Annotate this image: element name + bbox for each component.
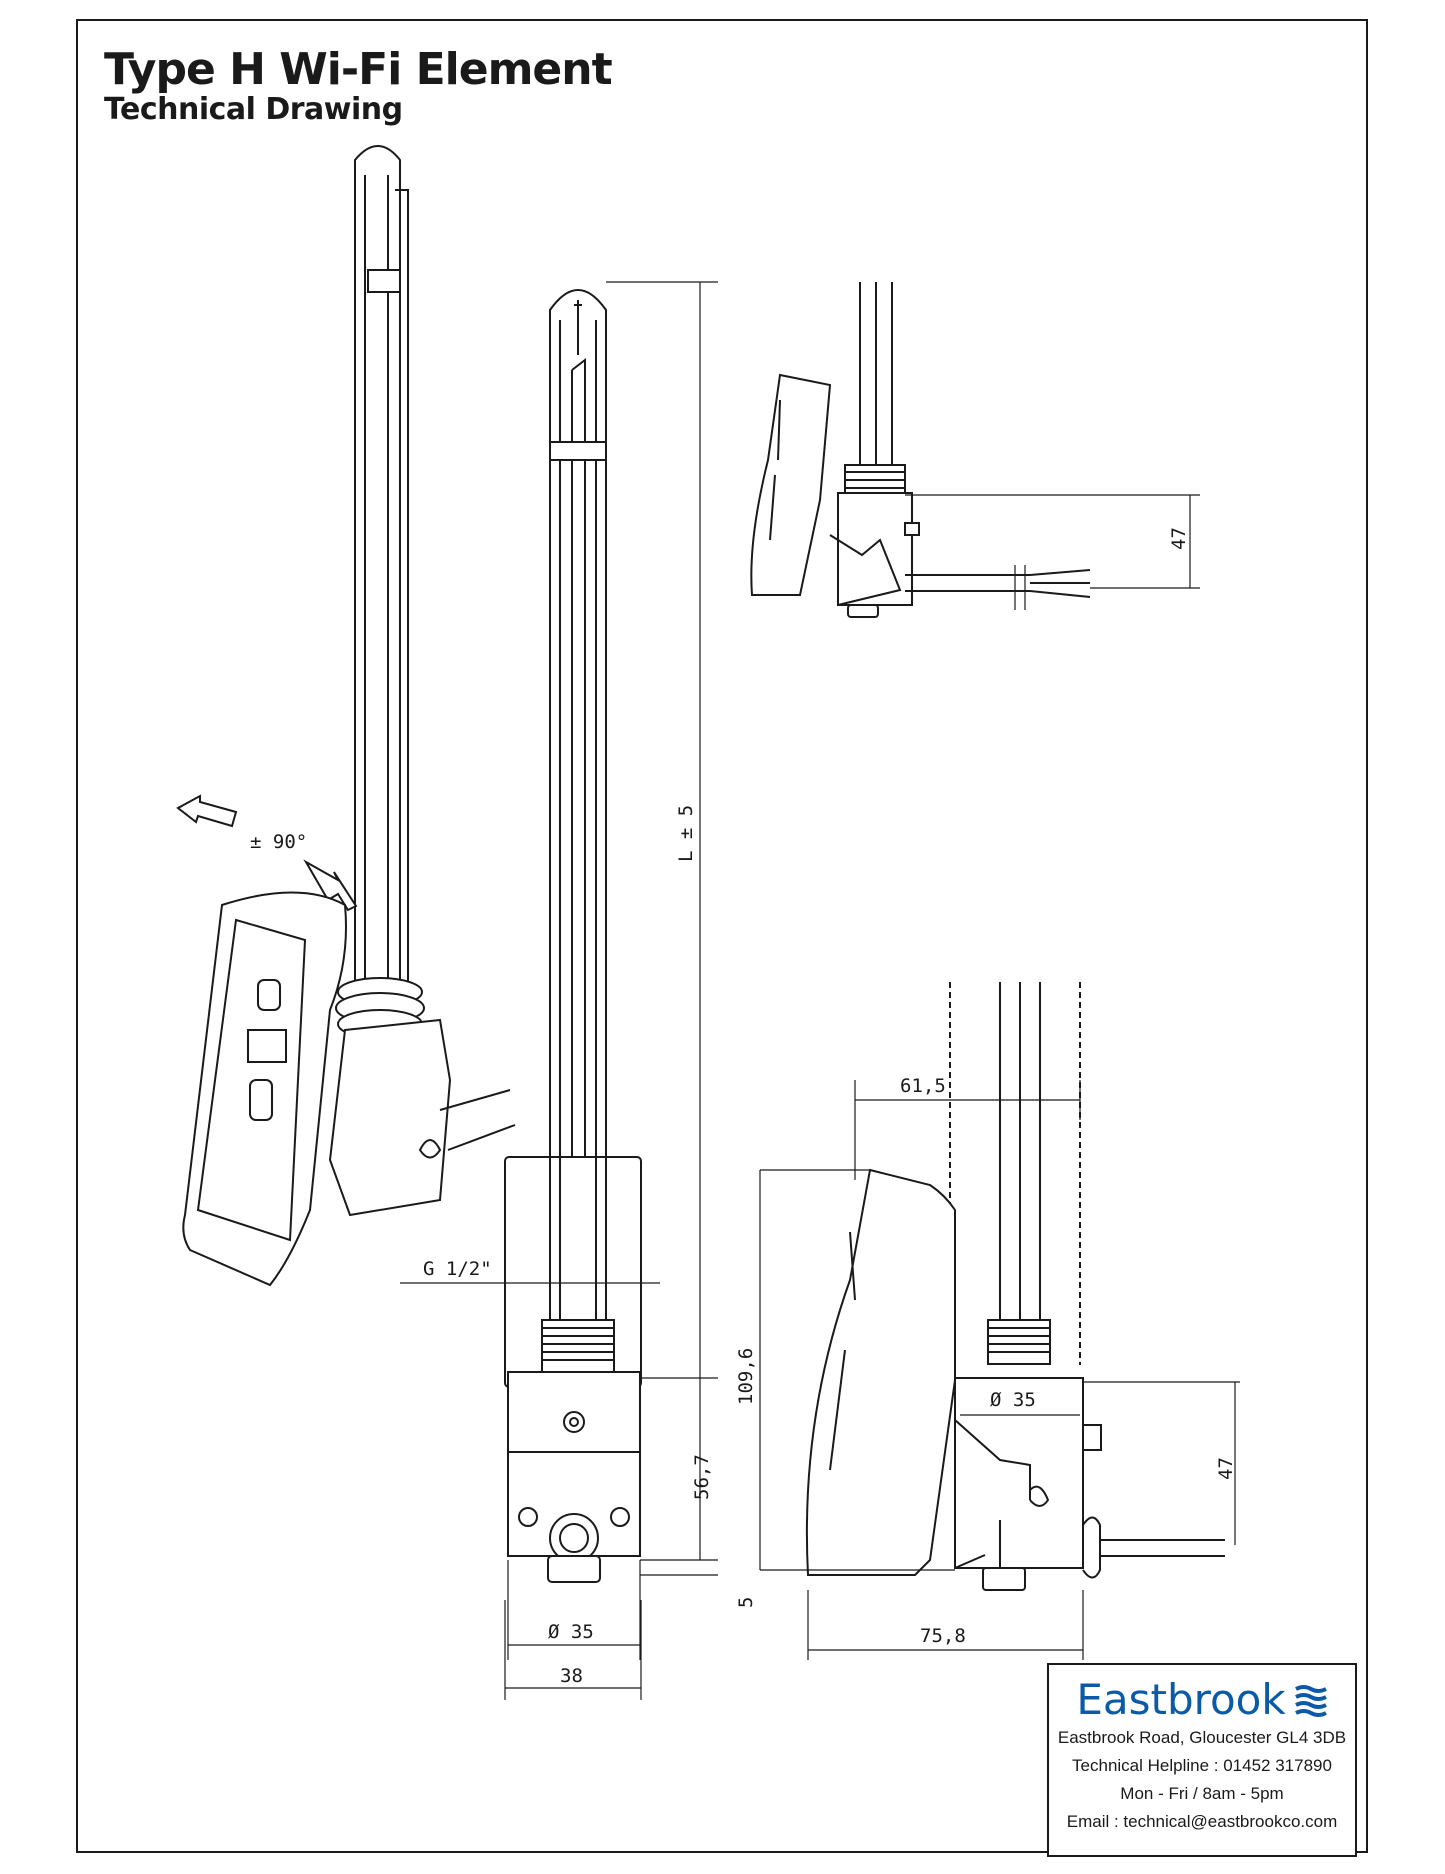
depth-total-label: 75,8 (920, 1625, 966, 1647)
front-view (504, 289, 642, 1583)
cable-height-side-label: 47 (1215, 1457, 1237, 1480)
page-subtitle: Technical Drawing (104, 92, 403, 127)
front-dimension-lines (400, 281, 718, 1700)
thread-label: G 1/2" (423, 1258, 492, 1280)
top-side-view (750, 282, 1091, 618)
company-logo: Eastbrook (1049, 1675, 1355, 1724)
support-email: Email : technical@eastbrookco.com (1066, 1812, 1338, 1831)
technical-helpline: Technical Helpline : 01452 317890 (1072, 1756, 1332, 1775)
waves-icon (1294, 1684, 1327, 1717)
height-body-label: 109,6 (735, 1348, 757, 1405)
company-info-box: Eastbrook Eastbrook Road, Gloucester GL4… (1047, 1663, 1357, 1857)
company-name: Eastbrook (1076, 1675, 1286, 1724)
rotation-label: ± 90° (250, 831, 307, 853)
width-front-label: 38 (560, 1665, 583, 1687)
bottom-offset-label: 5 (735, 1597, 757, 1608)
cable-height-top-label: 47 (1168, 527, 1190, 550)
length-label: L ± 5 (675, 805, 697, 862)
diameter-side-label: Ø 35 (990, 1389, 1036, 1411)
page-title: Type H Wi-Fi Element (104, 44, 613, 95)
side-dimension-lines (759, 1080, 1240, 1660)
company-address: Eastbrook Road, Gloucester GL4 3DB (1057, 1728, 1347, 1747)
page-border (76, 19, 1368, 1853)
opening-hours: Mon - Fri / 8am - 5pm (1120, 1784, 1284, 1803)
top-side-dimension-lines (905, 494, 1200, 610)
depth-top-label: 61,5 (900, 1075, 946, 1097)
side-view (805, 982, 1225, 1591)
lower-body-label: 56,7 (691, 1454, 713, 1500)
diameter-front-label: Ø 35 (548, 1621, 594, 1643)
isometric-view (176, 145, 516, 1287)
